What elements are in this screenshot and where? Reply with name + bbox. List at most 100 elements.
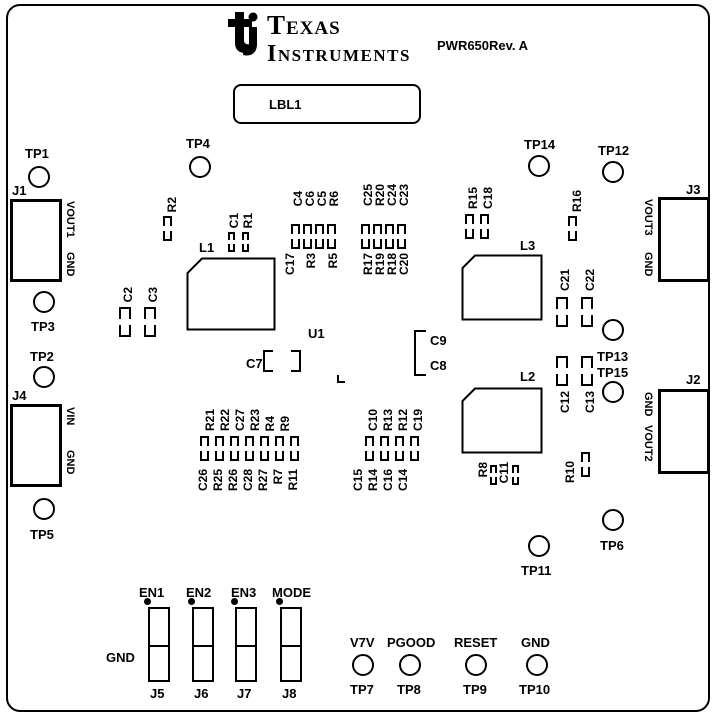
ref-c21: C21 <box>558 268 572 291</box>
label-tp7: TP7 <box>350 682 374 697</box>
ref-r15: R15 <box>466 186 480 209</box>
pad <box>163 231 172 241</box>
ref-r23: R23 <box>248 408 262 431</box>
pad <box>144 325 156 337</box>
label-en1: EN1 <box>139 585 165 600</box>
pad-pair <box>380 436 389 461</box>
label-v7v: V7V <box>350 635 375 650</box>
pin-label-vin: VIN <box>64 407 76 426</box>
pad <box>490 477 497 485</box>
pad-pair <box>260 436 269 461</box>
pad-pair <box>581 452 590 477</box>
label-tp15: TP15 <box>597 365 629 380</box>
ref-r21: R21 <box>203 408 217 431</box>
label-tp4: TP4 <box>186 136 210 151</box>
pad <box>242 232 249 240</box>
label-reset: RESET <box>454 635 498 650</box>
pad <box>291 239 300 249</box>
label-box-text: LBL1 <box>269 96 302 112</box>
pin-label-vout1: VOUT1 <box>64 201 76 238</box>
pad <box>215 451 224 461</box>
pad <box>556 374 568 386</box>
pad-pair <box>291 224 300 249</box>
pad-pair <box>568 216 577 241</box>
pad <box>200 451 209 461</box>
pad-pair <box>230 436 239 461</box>
pad <box>373 239 382 249</box>
label-tp1: TP1 <box>25 146 49 161</box>
testpoint-tp8 <box>399 654 421 676</box>
label-j7: J7 <box>237 686 252 701</box>
pad-pair <box>215 436 224 461</box>
pad <box>315 239 324 249</box>
pad <box>275 451 284 461</box>
ref-c22: C22 <box>583 268 597 291</box>
pad-pair <box>275 436 284 461</box>
pad-pair <box>290 436 299 461</box>
pin1-corner-mark <box>337 375 345 383</box>
label-tp11: TP11 <box>521 563 552 578</box>
pad <box>215 436 224 446</box>
inductor-l1-outline <box>186 257 276 331</box>
c7-pad-right <box>291 350 301 372</box>
label-pgood: PGOOD <box>387 635 436 650</box>
pad-pair <box>327 224 336 249</box>
brand-line-2: Instruments <box>267 41 411 67</box>
pad <box>119 307 131 319</box>
pad-pair <box>242 232 249 252</box>
pad <box>395 436 404 446</box>
pad <box>228 244 235 252</box>
ref-r14: R14 <box>366 469 380 492</box>
ref-c28: C28 <box>241 469 255 492</box>
ref-c12: C12 <box>558 391 572 414</box>
testpoint-tp4 <box>189 156 211 178</box>
pad <box>361 224 370 234</box>
pad <box>291 224 300 234</box>
ti-wordmark: Texas Instruments <box>267 10 411 67</box>
pad-pair <box>365 436 374 461</box>
brand-line-1: Texas <box>267 10 341 40</box>
testpoint-tp12 <box>602 161 624 183</box>
pad-pair <box>581 356 593 386</box>
ref-r12: R12 <box>396 408 410 431</box>
pad-pair <box>480 214 489 239</box>
pad <box>581 467 590 477</box>
testpoint-tp1 <box>28 166 50 188</box>
jumper-j7 <box>235 607 257 682</box>
pad <box>365 436 374 446</box>
pad <box>144 307 156 319</box>
pin-label-gnd: GND <box>64 450 76 475</box>
label-tp8: TP8 <box>397 682 421 697</box>
pad <box>361 239 370 249</box>
pad <box>315 224 324 234</box>
pad <box>568 231 577 241</box>
label-c7: C7 <box>246 356 263 371</box>
label-j2: J2 <box>686 372 701 387</box>
ref-r2: R2 <box>165 196 179 212</box>
label-j4: J4 <box>12 388 27 403</box>
ref-c18: C18 <box>481 186 495 209</box>
testpoint-tp9 <box>465 654 487 676</box>
testpoint-tp11 <box>528 535 550 557</box>
pin-label-gnd: GND <box>642 392 654 417</box>
label-gnd: GND <box>521 635 550 650</box>
jumper-j8 <box>280 607 302 682</box>
jumper-pin-divider <box>149 644 169 647</box>
ref-r11: R11 <box>286 469 300 491</box>
pad-pair <box>465 214 474 239</box>
pad <box>556 315 568 327</box>
label-en3: EN3 <box>231 585 257 600</box>
ref-c1: C1 <box>227 212 241 228</box>
testpoint-tp13 <box>602 319 624 341</box>
pad <box>480 229 489 239</box>
jumper-pin-divider <box>236 644 256 647</box>
pad <box>410 436 419 446</box>
label-c8: C8 <box>430 358 447 373</box>
ref-c17: C17 <box>283 253 297 276</box>
pad-pair <box>119 307 131 337</box>
pad-pair <box>373 224 382 249</box>
pad <box>581 297 593 309</box>
pad <box>303 224 312 234</box>
pad <box>230 436 239 446</box>
